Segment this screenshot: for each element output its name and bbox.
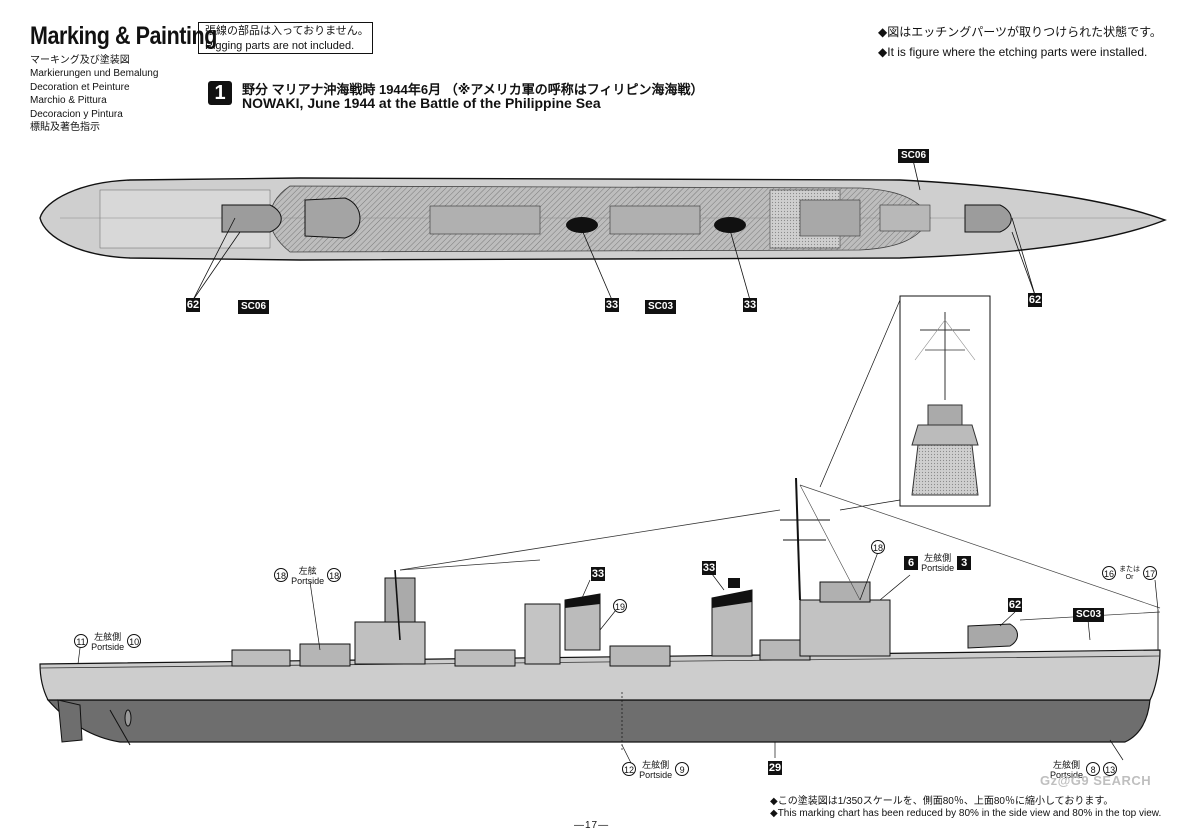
- circle-16: 16: [1102, 566, 1116, 580]
- top-turret-aft2: [304, 197, 361, 239]
- label-62-fwd: 62: [1028, 293, 1042, 307]
- label-33-top-1: 33: [605, 298, 619, 312]
- portside-en: Portside: [921, 563, 955, 573]
- scale-note-jp: ◆この塗装図は1/350スケールを、側面80％、上面80％に縮小しております。: [770, 796, 1114, 807]
- lang-item: Markierungen und Bemalung: [30, 68, 159, 80]
- portside-jp: 左舷側: [1053, 760, 1081, 770]
- label-6: 6: [904, 555, 918, 570]
- label-sc03-side: SC03: [1073, 608, 1105, 622]
- fore-mast: [795, 477, 801, 601]
- label-3: 3: [957, 555, 972, 570]
- label-33-top-2: 33: [743, 298, 757, 312]
- label-sc03-top: SC03: [645, 300, 677, 314]
- callout-6-3: 6 左舷側 Portside 3: [904, 553, 972, 573]
- callout-18-bridge: 18: [871, 538, 885, 556]
- circle-11: 11: [74, 633, 88, 648]
- top-turret-aft: [221, 204, 282, 233]
- fwd-turret: [967, 623, 1018, 649]
- label-29: 29: [768, 761, 782, 775]
- portside-jp: 左舷側: [924, 553, 952, 563]
- circle-19: 19: [613, 599, 627, 613]
- label-33-side-1: 33: [591, 567, 605, 581]
- circle-13: 13: [1103, 761, 1118, 776]
- portside-en: Portside: [639, 770, 673, 780]
- circle-17: 17: [1143, 566, 1158, 580]
- lower-hull: [46, 699, 1151, 743]
- label-62-side: 62: [1008, 598, 1022, 612]
- section-title-jp: 野分 マリアナ沖海戦時 1944年6月 （※アメリカ軍の呼称はフィリピン海海戦）: [242, 82, 704, 97]
- circle-10: 10: [127, 633, 142, 648]
- portside-jp: 左舷側: [642, 760, 670, 770]
- label-33-side-2: 33: [702, 561, 716, 575]
- funnel-1: [564, 593, 601, 651]
- page-title: Marking & Painting: [30, 22, 217, 50]
- etching-note-en: ◆It is figure where the etching parts we…: [878, 45, 1148, 59]
- scale-note: ◆この塗装図は1/350スケールを、側面80％、上面80％に縮小しております。 …: [770, 796, 1161, 820]
- lang-item: 標貼及著色指示: [30, 122, 100, 134]
- or-en: Or: [1125, 574, 1134, 582]
- portside-en: Portside: [291, 576, 325, 586]
- callout-18-portside: 18 左舷 Portside 18: [274, 566, 342, 586]
- circle-9: 9: [675, 761, 690, 776]
- label-sc06-top: SC06: [898, 149, 930, 163]
- callout-19: 19: [613, 597, 627, 615]
- rigging-note-jp: 張線の部品は入っておりません。: [205, 25, 369, 37]
- circle-18c: 18: [871, 540, 885, 554]
- portside-jp: 左舷: [298, 566, 317, 576]
- portside-jp: 左舷側: [94, 632, 122, 642]
- language-list: マーキング及び塗装図 Markierungen und Bemalung Dec…: [30, 54, 158, 134]
- lang-item: Decoracion y Pintura: [30, 108, 123, 120]
- etching-note: ◆図はエッチングパーツが取りつけられた状態です。 ◆It is figure w…: [878, 22, 1162, 62]
- circle-18b: 18: [327, 567, 342, 582]
- or-jp: または: [1119, 566, 1141, 574]
- circle-18: 18: [274, 567, 288, 582]
- lang-item: マーキング及び塗装図: [30, 55, 130, 66]
- rigging-note-en: Rigging parts are not included.: [205, 40, 355, 52]
- portside-en: Portside: [91, 642, 125, 652]
- etching-note-jp: ◆図はエッチングパーツが取りつけられた状態です。: [878, 25, 1162, 39]
- callout-12-9: 12 左舷側 Portside 9: [622, 760, 690, 780]
- lang-item: Decoration et Peinture: [30, 81, 130, 93]
- label-sc06-aft: SC06: [238, 300, 270, 314]
- callout-16-17: 16 または Or 17: [1102, 566, 1158, 582]
- circle-12: 12: [622, 761, 636, 776]
- rigging-note: 張線の部品は入っておりません。 Rigging parts are not in…: [198, 22, 373, 54]
- section-title-en: NOWAKI, June 1944 at the Battle of the P…: [242, 95, 601, 111]
- mast-inset: [819, 295, 991, 511]
- top-funnel-1: [566, 217, 598, 233]
- top-funnel-2: [714, 217, 746, 233]
- label-62-aft: 62: [186, 298, 200, 312]
- bridge: [799, 599, 891, 657]
- section-number-badge: 1: [208, 81, 232, 105]
- scale-note-en: ◆This marking chart has been reduced by …: [770, 808, 1162, 819]
- watermark-text: Gz@G9 SEARCH: [1040, 773, 1152, 788]
- callout-8-13: 左舷側 Portside 8 13: [1050, 760, 1118, 780]
- top-view: [39, 159, 1167, 301]
- lang-item: Marchio & Pittura: [30, 95, 107, 107]
- top-turret-fwd: [964, 204, 1012, 233]
- page-number: —17—: [574, 820, 610, 831]
- callout-11-10: 11 左舷側 Portside 10: [74, 632, 142, 652]
- portside-en: Portside: [1050, 770, 1084, 780]
- side-view: [39, 477, 1161, 766]
